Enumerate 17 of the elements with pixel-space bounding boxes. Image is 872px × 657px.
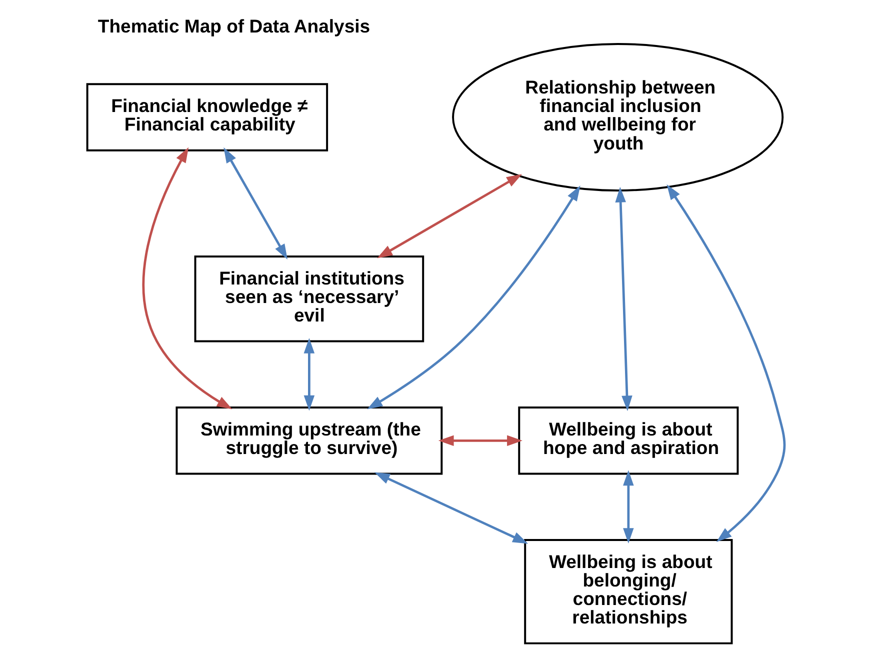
node-box: Financial knowledge ≠ Financial capability xyxy=(86,83,328,152)
arrow xyxy=(374,472,528,544)
arrow xyxy=(304,338,315,411)
arrow xyxy=(615,186,632,412)
diagram-title: Thematic Map of Data Analysis xyxy=(98,16,370,36)
arrow xyxy=(377,174,522,258)
arrow xyxy=(142,147,232,410)
node-ellipse: Relationship between financial inclusion and wellbeing for youth xyxy=(452,42,784,192)
node-box: Wellbeing is about belonging/ connections/ relationships xyxy=(524,539,733,644)
arrow xyxy=(623,470,634,544)
node-box: Swimming upstream (the struggle to survive) xyxy=(176,406,443,475)
arrow xyxy=(666,184,786,542)
node-box: Wellbeing is about hope and aspiration xyxy=(518,406,739,475)
node-box: Financial institutions seen as ‘necessary’ evil xyxy=(194,256,424,342)
arrow xyxy=(367,186,580,410)
arrow xyxy=(438,435,522,446)
arrow xyxy=(224,147,288,260)
